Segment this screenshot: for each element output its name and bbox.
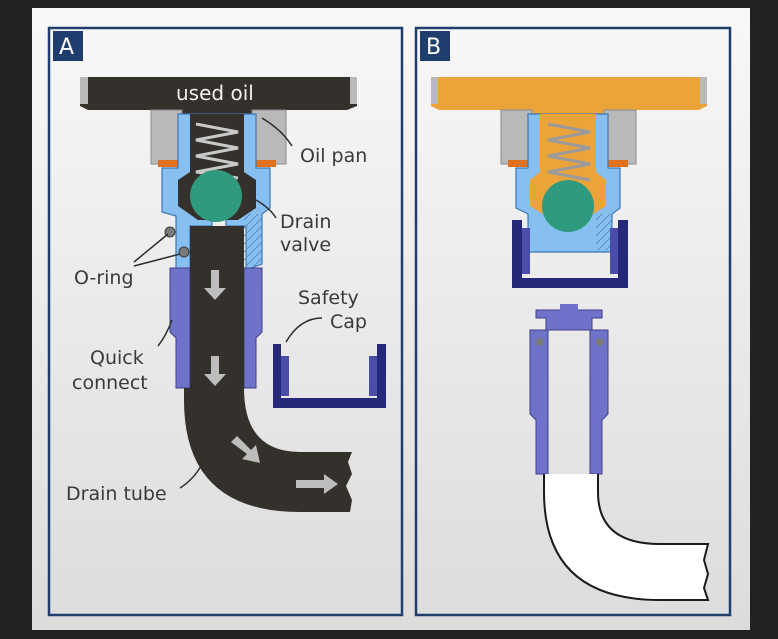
pan-boss-left <box>150 109 183 165</box>
flow-arrow-2 <box>204 356 226 386</box>
leader-quick-connect <box>157 319 173 347</box>
drain-tube-empty <box>543 474 710 601</box>
leader-oil-pan <box>261 117 293 147</box>
leader-safety-cap <box>285 317 323 343</box>
panel-a-frame <box>47 26 404 617</box>
leader-lines <box>133 117 323 489</box>
flow-arrow-3 <box>231 436 260 463</box>
gasket-b-right <box>606 160 628 167</box>
o-ring-b-lower <box>596 338 604 346</box>
valve-thread-right <box>244 214 262 266</box>
label-oil-pan: Oil pan <box>300 145 367 167</box>
panel-a: A <box>47 26 404 617</box>
safety-cap-thread-left <box>281 356 289 396</box>
oil-pan-lip-right <box>350 77 357 104</box>
label-quick-connect-line1: Quick <box>90 347 144 369</box>
quick-connect-b-head <box>535 309 603 331</box>
safety-cap-installed-thread-right <box>610 228 618 274</box>
drain-tube-used <box>184 226 352 512</box>
oil-pan-fresh <box>431 77 707 114</box>
safety-cap-installed <box>512 220 628 288</box>
valve-spring <box>195 122 239 180</box>
label-quick-connect-line2: connect <box>72 372 148 394</box>
valve-ball <box>190 170 242 222</box>
safety-cap-installed-thread-left <box>522 228 530 274</box>
valve-b-spring <box>547 122 591 182</box>
quick-connect-b-nub <box>560 304 578 311</box>
label-safety-cap-line2: Cap <box>330 311 367 333</box>
label-safety-cap-line1: Safety <box>298 287 359 309</box>
flow-arrow-4 <box>296 474 338 494</box>
label-drain-valve-line1: Drain <box>280 211 331 233</box>
label-drain-tube: Drain tube <box>66 483 167 505</box>
pan-b-boss-right <box>603 109 637 165</box>
panel-b-frame <box>414 26 732 617</box>
flow-arrow-1 <box>204 270 226 300</box>
valve-b-ball <box>542 180 594 232</box>
panel-b: B <box>414 26 732 617</box>
pan-boss-right <box>251 109 287 165</box>
oil-pan-b-lip-right <box>700 77 707 104</box>
valve-b-thread-right <box>596 214 612 250</box>
o-ring-b-upper <box>536 338 544 346</box>
label-used-oil: used oil <box>176 81 254 105</box>
safety-cap-thread-right <box>369 356 377 396</box>
label-drain-valve-line2: valve <box>280 234 331 256</box>
label-o-ring: O-ring <box>74 267 134 289</box>
gasket-right <box>254 160 276 167</box>
quick-connect-b-left <box>529 329 549 475</box>
panel-b-letter: B <box>426 35 441 60</box>
oil-pan-lip-left <box>80 77 88 104</box>
oil-pan-used <box>80 77 357 114</box>
leader-drain-valve <box>255 199 277 219</box>
gasket-left <box>158 160 180 167</box>
panel-a-letter: A <box>59 35 74 60</box>
panel-b-badge <box>420 31 450 61</box>
safety-cap <box>273 344 386 408</box>
flow-arrows <box>204 270 338 494</box>
leader-drain-tube <box>179 459 205 489</box>
gasket-b-left <box>508 160 530 167</box>
panel-a-badge <box>53 31 83 61</box>
leader-o-ring-upper <box>133 233 169 263</box>
leader-o-ring-lower <box>133 253 181 267</box>
oil-pan-b-lip-left <box>431 77 438 104</box>
o-ring-lower <box>178 246 190 258</box>
pan-b-boss-left <box>500 109 533 165</box>
